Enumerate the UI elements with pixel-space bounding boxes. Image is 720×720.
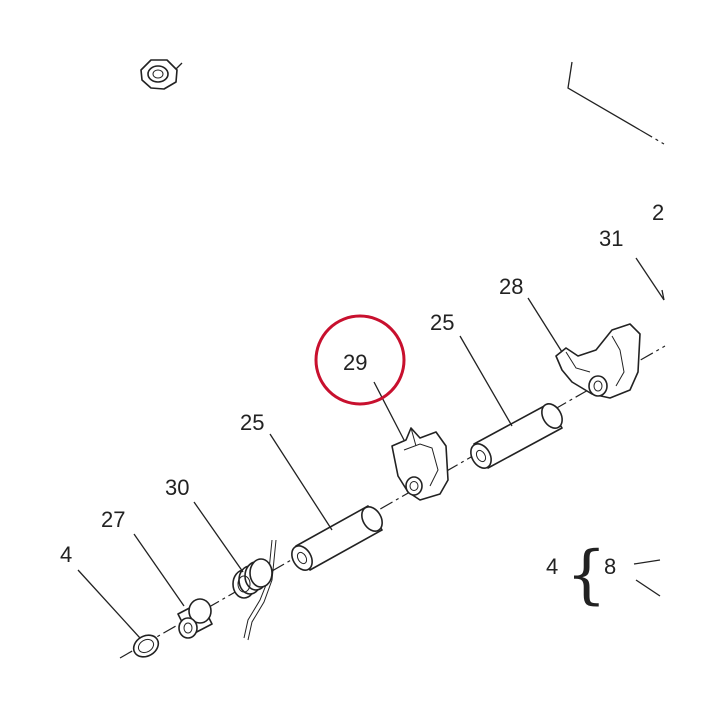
circlip-part-4 — [132, 634, 160, 658]
bushing-part-27 — [177, 598, 213, 639]
leader-25-right — [459, 335, 513, 427]
label-part-4: 4 — [60, 542, 72, 567]
part-group-callout: 4 { 8 — [546, 538, 661, 612]
label-part-28: 28 — [499, 274, 523, 299]
spring-part-30 — [232, 539, 277, 641]
leader-27 — [133, 533, 185, 607]
label-part-2-partial: 2 — [652, 200, 664, 225]
label-part-30: 30 — [165, 475, 189, 500]
leader-29 — [373, 381, 405, 441]
brace-symbol: { — [566, 538, 607, 612]
pin-part-25-right — [470, 403, 563, 469]
label-part-27: 27 — [101, 507, 125, 532]
leader-25-left — [269, 433, 333, 531]
lever-part-28 — [555, 323, 641, 399]
pin-part-25-left — [291, 505, 383, 571]
leader-28 — [527, 297, 563, 353]
leader-4 — [77, 569, 141, 639]
leader-30 — [193, 501, 244, 573]
lever-part-29 — [391, 427, 449, 501]
highlight-circle — [314, 314, 406, 406]
label-group-8: 8 — [604, 554, 616, 579]
label-part-29: 29 — [343, 350, 367, 375]
leader-31 — [635, 257, 665, 301]
label-group-4: 4 — [546, 554, 558, 579]
bolt-part — [140, 59, 183, 90]
label-part-25-left: 25 — [240, 410, 264, 435]
housing-outline — [567, 61, 665, 301]
label-part-25-right: 25 — [430, 310, 454, 335]
label-part-31: 31 — [599, 226, 623, 251]
